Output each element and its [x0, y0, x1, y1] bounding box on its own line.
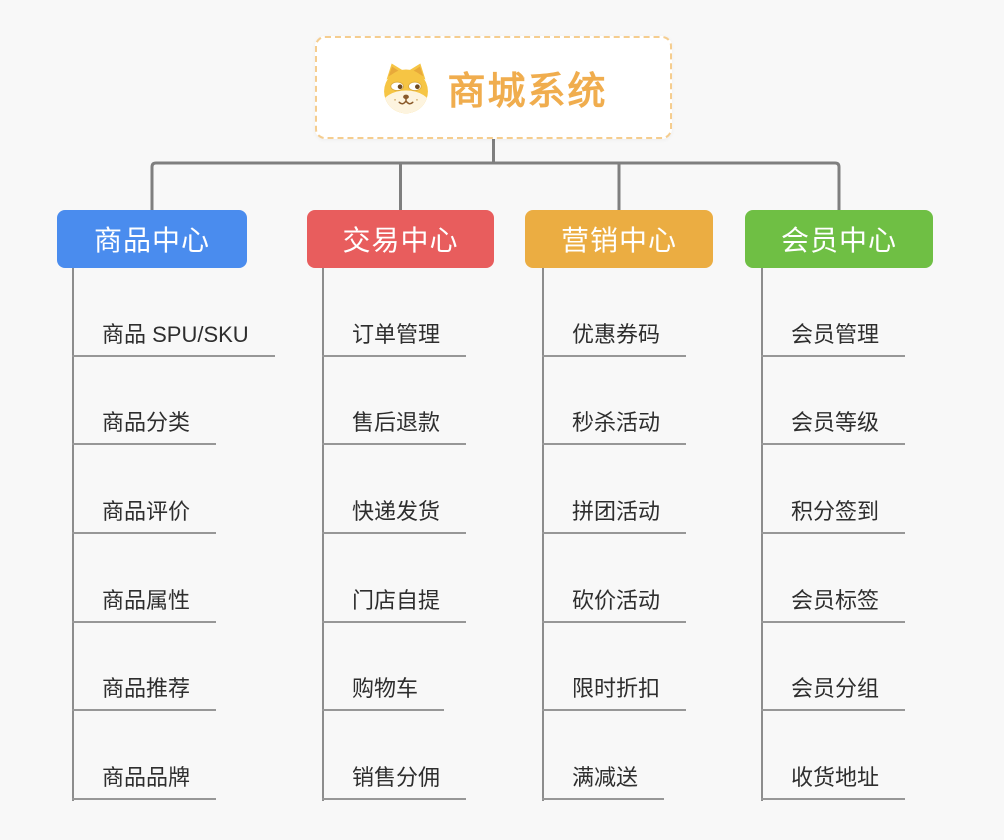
leaf-node-label: 商品品牌 [72, 765, 217, 801]
leaf-node[interactable]: 会员分组 [761, 623, 906, 712]
branch-children-marketing-center: 优惠券码 秒杀活动 拼团活动 砍价活动 限时折扣 满减送 [542, 268, 687, 801]
leaf-node-label: 商品属性 [72, 588, 217, 623]
leaf-node-label: 商品分类 [72, 411, 217, 446]
leaf-node[interactable]: 秒杀活动 [542, 357, 687, 446]
branch-label: 会员中心 [780, 225, 897, 256]
root-node-title: 商城系统 [447, 71, 608, 113]
branch-node-member-center[interactable]: 会员中心 [745, 210, 933, 268]
branch-children-member-center: 会员管理 会员等级 积分签到 会员标签 会员分组 收货地址 [761, 268, 906, 801]
leaf-node-label: 砍价活动 [542, 588, 687, 623]
leaf-node[interactable]: 收货地址 [761, 711, 906, 801]
branch-node-marketing-center[interactable]: 营销中心 [525, 210, 713, 268]
leaf-node[interactable]: 快递发货 [322, 445, 467, 535]
leaf-node-label: 订单管理 [322, 322, 467, 357]
leaf-node[interactable]: 优惠券码 [542, 268, 687, 357]
leaf-node-label: 购物车 [322, 677, 445, 712]
branch-spine-line [761, 268, 763, 801]
leaf-node-label: 满减送 [542, 765, 665, 801]
branch-node-product-center[interactable]: 商品中心 [57, 210, 247, 268]
leaf-node[interactable]: 销售分佣 [322, 711, 467, 801]
leaf-node-label: 拼团活动 [542, 499, 687, 535]
leaf-node-label: 商品推荐 [72, 677, 217, 712]
leaf-node[interactable]: 拼团活动 [542, 445, 687, 535]
branch-spine-line [322, 268, 324, 801]
leaf-node-label: 限时折扣 [542, 677, 687, 712]
branch-children-product-center: 商品 SPU/SKU 商品分类 商品评价 商品属性 商品推荐 商品品牌 [72, 268, 275, 801]
leaf-node-label: 会员等级 [761, 411, 906, 446]
branch-spine-line [542, 268, 544, 801]
leaf-node[interactable]: 会员管理 [761, 268, 906, 357]
leaf-node[interactable]: 积分签到 [761, 445, 906, 535]
leaf-node-label: 会员管理 [761, 322, 906, 357]
branch-label: 商品中心 [93, 225, 210, 256]
leaf-node-label: 会员分组 [761, 677, 906, 712]
leaf-node-label: 积分签到 [761, 499, 906, 535]
leaf-node[interactable]: 会员标签 [761, 534, 906, 623]
leaf-node-label: 收货地址 [761, 765, 906, 801]
leaf-node-label: 商品评价 [72, 499, 217, 535]
leaf-node[interactable]: 会员等级 [761, 357, 906, 446]
leaf-node-label: 门店自提 [322, 588, 467, 623]
branch-spine-line [72, 268, 74, 801]
leaf-node[interactable]: 商品推荐 [72, 623, 217, 712]
leaf-node[interactable]: 商品属性 [72, 534, 217, 623]
leaf-node[interactable]: 售后退款 [322, 357, 467, 446]
branch-label: 交易中心 [342, 225, 459, 256]
leaf-node[interactable]: 门店自提 [322, 534, 467, 623]
leaf-node-label: 售后退款 [322, 411, 467, 446]
dog-face-icon [384, 63, 429, 113]
leaf-node-label: 快递发货 [322, 499, 467, 535]
leaf-node[interactable]: 商品分类 [72, 357, 217, 446]
leaf-node-label: 优惠券码 [542, 322, 687, 357]
branch-node-trade-center[interactable]: 交易中心 [307, 210, 494, 268]
leaf-node[interactable]: 购物车 [322, 623, 445, 712]
root-node[interactable]: 商城系统 [315, 36, 672, 139]
leaf-node[interactable]: 商品评价 [72, 445, 217, 535]
leaf-node-label: 销售分佣 [322, 765, 467, 801]
branch-label: 营销中心 [560, 225, 677, 256]
leaf-node-label: 会员标签 [761, 588, 906, 623]
branch-children-trade-center: 订单管理 售后退款 快递发货 门店自提 购物车 销售分佣 [322, 268, 467, 801]
leaf-node[interactable]: 订单管理 [322, 268, 467, 357]
leaf-node-label: 商品 SPU/SKU [72, 322, 275, 357]
leaf-node[interactable]: 满减送 [542, 711, 665, 801]
leaf-node[interactable]: 限时折扣 [542, 623, 687, 712]
leaf-node[interactable]: 商品 SPU/SKU [72, 268, 275, 357]
leaf-node[interactable]: 商品品牌 [72, 711, 217, 801]
leaf-node-label: 秒杀活动 [542, 411, 687, 446]
leaf-node[interactable]: 砍价活动 [542, 534, 687, 623]
